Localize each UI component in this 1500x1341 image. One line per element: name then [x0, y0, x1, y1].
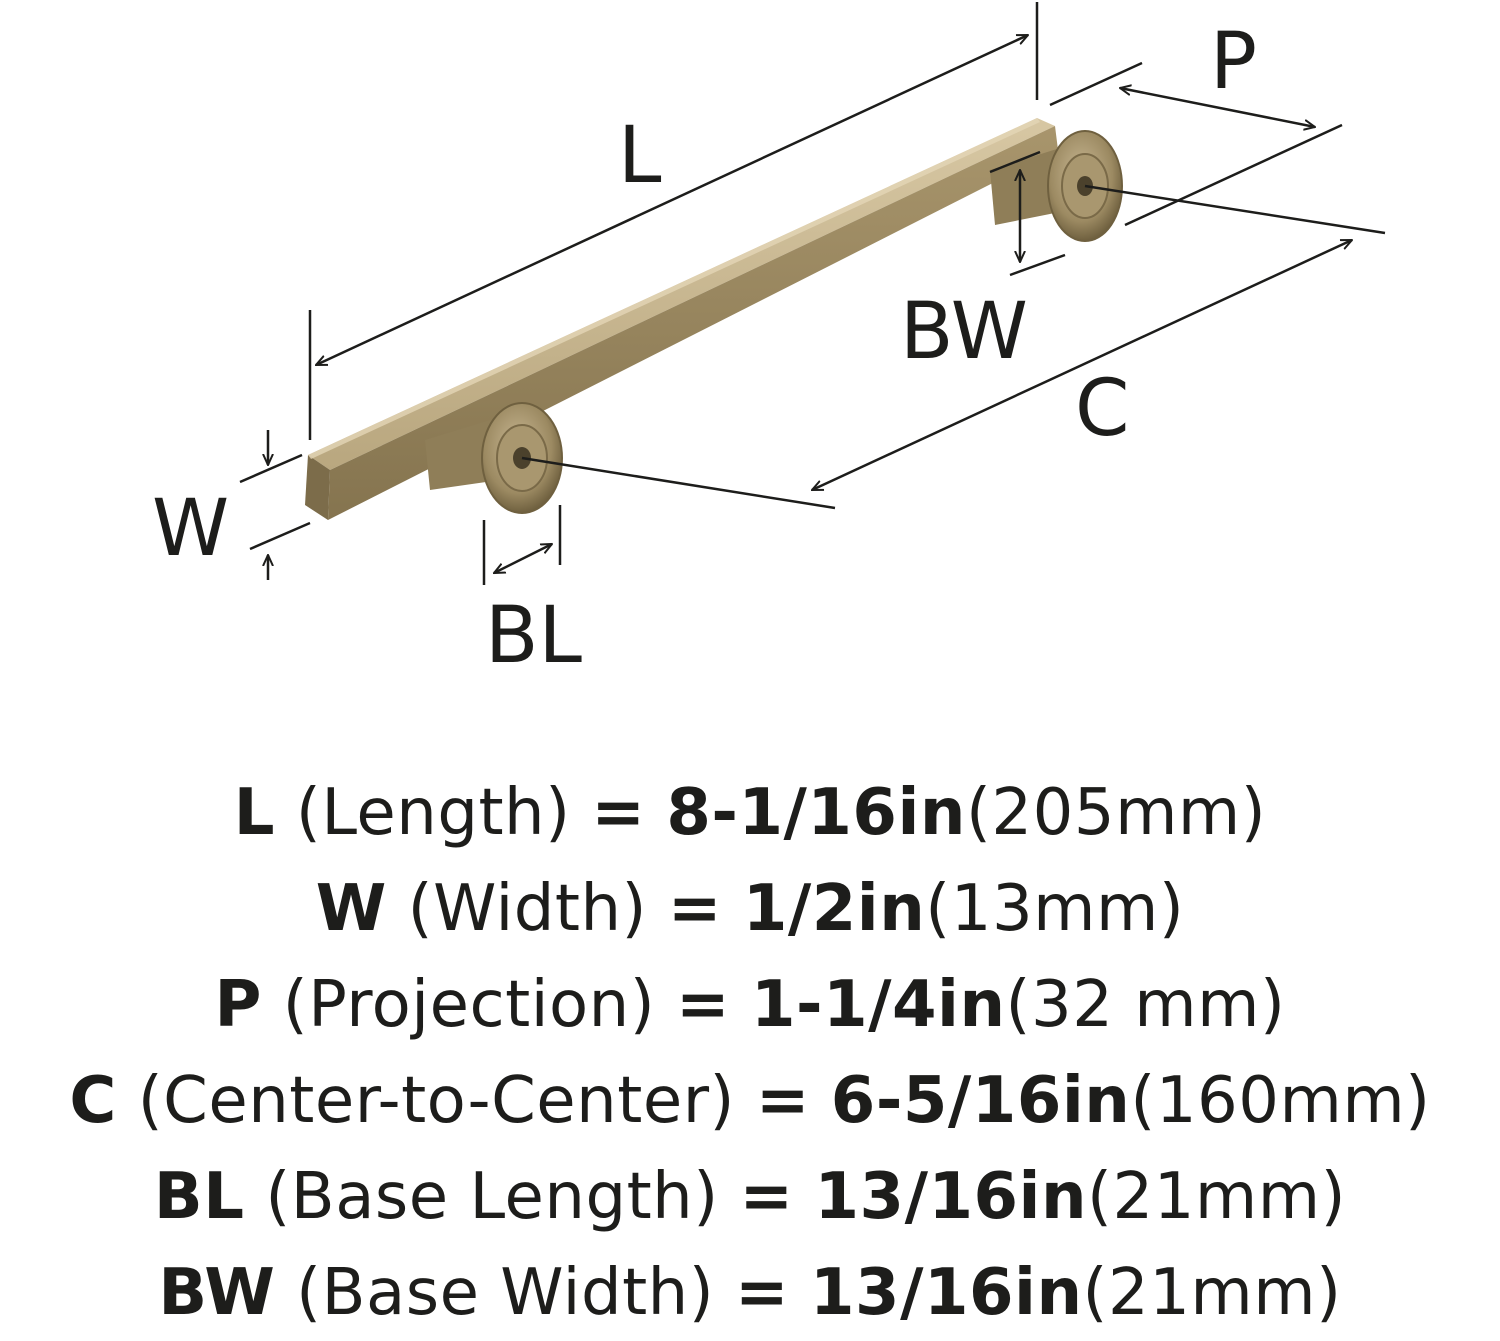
spec-name: (Length) — [295, 776, 571, 850]
spec-code: BW — [158, 1256, 276, 1330]
spec-value: 13/16in — [814, 1160, 1088, 1234]
spec-equals: = — [591, 776, 646, 850]
spec-metric: (160mm) — [1130, 1064, 1431, 1138]
spec-width: W (Width) = 1/2in(13mm) — [0, 861, 1500, 957]
spec-name: (Center-to-Center) — [137, 1064, 735, 1138]
spec-value: 6-5/16in — [830, 1064, 1131, 1138]
spec-value: 1/2in — [742, 872, 926, 946]
spec-length: L (Length) = 8-1/16in(205mm) — [0, 765, 1500, 861]
spec-equals: = — [739, 1160, 794, 1234]
dimension-diagram: L P BW C W BL — [152, 2, 1386, 681]
label-w: W — [152, 484, 229, 574]
spec-base-width: BW (Base Width) = 13/16in(21mm) — [0, 1245, 1500, 1341]
spec-center-to-center: C (Center-to-Center) = 6-5/16in(160mm) — [0, 1053, 1500, 1149]
label-bl: BL — [485, 591, 583, 681]
spec-metric: (32 mm) — [1005, 968, 1286, 1042]
spec-code: L — [233, 776, 276, 850]
spec-code: C — [69, 1064, 117, 1138]
spec-equals: = — [676, 968, 731, 1042]
label-p: P — [1210, 17, 1257, 107]
spec-base-length: BL (Base Length) = 13/16in(21mm) — [0, 1149, 1500, 1245]
spec-equals: = — [755, 1064, 810, 1138]
spec-equals: = — [667, 872, 722, 946]
spec-name: (Base Length) — [265, 1160, 719, 1234]
label-l: L — [618, 111, 662, 201]
spec-metric: (21mm) — [1082, 1256, 1342, 1330]
spec-value: 13/16in — [810, 1256, 1083, 1330]
spec-value: 8-1/16in — [666, 776, 966, 850]
spec-code: P — [214, 968, 262, 1042]
dimension-lines — [239, 2, 1386, 585]
spec-projection: P (Projection) = 1-1/4in(32 mm) — [0, 957, 1500, 1053]
label-c: C — [1075, 364, 1129, 454]
spec-name: (Width) — [407, 872, 647, 946]
spec-equals: = — [735, 1256, 790, 1330]
label-bw: BW — [900, 287, 1028, 377]
spec-name: (Projection) — [282, 968, 656, 1042]
spec-name: (Base Width) — [296, 1256, 715, 1330]
spec-code: W — [315, 872, 387, 946]
specifications-list: L (Length) = 8-1/16in(205mm) W (Width) =… — [0, 765, 1500, 1341]
spec-value: 1-1/4in — [751, 968, 1006, 1042]
spec-metric: (205mm) — [965, 776, 1267, 850]
spec-code: BL — [153, 1160, 245, 1234]
spec-metric: (21mm) — [1087, 1160, 1347, 1234]
spec-metric: (13mm) — [925, 872, 1185, 946]
